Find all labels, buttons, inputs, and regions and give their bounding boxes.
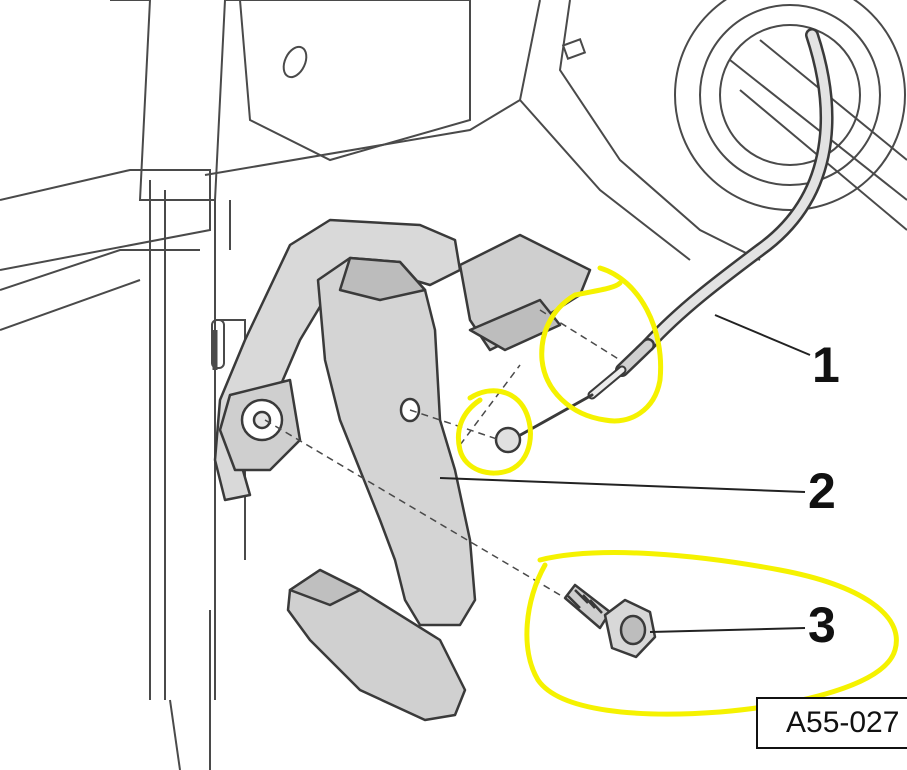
callout-2: 2 [808,463,836,519]
bolt [563,583,657,659]
clutch-cable [494,28,834,454]
figure-reference: A55-027 [756,697,907,749]
leader-lines [439,314,811,633]
highlight-cable-end [539,265,664,424]
pedal-bracket [213,218,592,502]
callout-3: 3 [808,597,836,653]
cable-grommet [674,0,907,231]
pedal-arm [286,256,477,722]
yellow-highlights [455,265,899,717]
highlight-pin [455,388,533,476]
callout-1: 1 [812,337,840,393]
highlight-bolt [524,550,899,717]
